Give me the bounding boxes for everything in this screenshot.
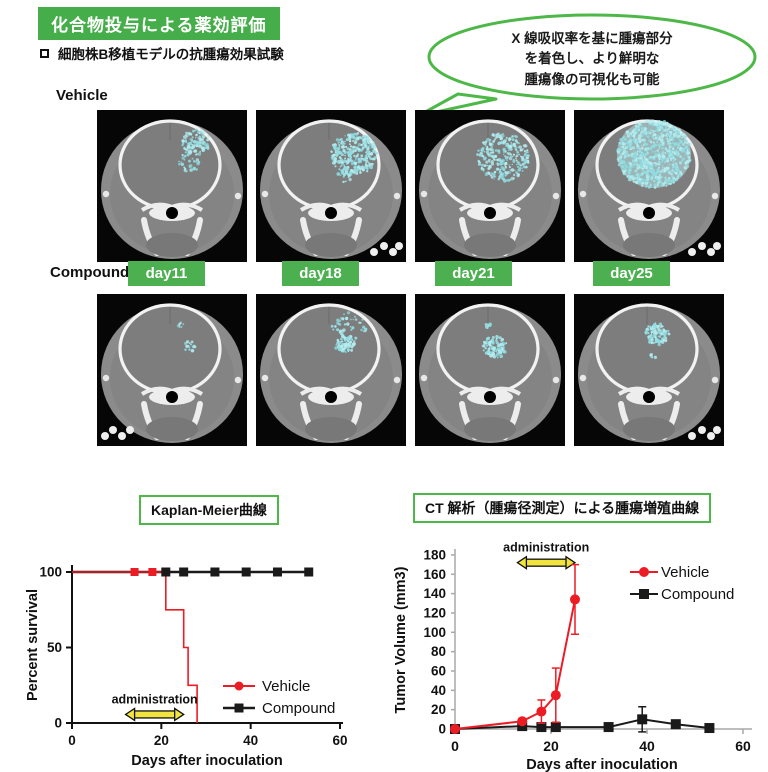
ct-scan-vehicle-day21 [415, 110, 565, 262]
ct-scan-compound-day18 [256, 294, 406, 446]
day-badge-11: day11 [128, 261, 205, 286]
svg-text:60: 60 [332, 733, 347, 748]
square-bullet-icon [40, 48, 49, 58]
svg-text:Vehicle: Vehicle [262, 678, 310, 695]
row-label-compound: Compound [50, 264, 130, 281]
svg-text:40: 40 [639, 738, 655, 754]
svg-text:100: 100 [423, 625, 446, 640]
svg-text:50: 50 [47, 640, 62, 655]
svg-text:0: 0 [54, 716, 62, 731]
km-chart-title: Kaplan-Meier曲線 [139, 495, 279, 525]
svg-text:20: 20 [154, 733, 169, 748]
svg-text:0: 0 [451, 738, 459, 754]
svg-text:60: 60 [735, 738, 751, 754]
page-title: 化合物投与による薬効評価 [38, 7, 280, 40]
svg-text:Tumor Volume (mm3): Tumor Volume (mm3) [393, 566, 409, 713]
svg-text:0: 0 [438, 722, 446, 737]
svg-text:Percent survival: Percent survival [25, 589, 41, 701]
svg-text:Vehicle: Vehicle [661, 564, 709, 581]
svg-text:Compound: Compound [262, 700, 335, 717]
callout-line-3: 腫瘍像の可視化も可能 [524, 71, 660, 87]
svg-text:Days after inoculation: Days after inoculation [131, 753, 282, 769]
speech-bubble-shape [416, 13, 757, 118]
svg-text:160: 160 [423, 567, 446, 582]
day-badge-18: day18 [282, 261, 359, 286]
ct-scan-vehicle-day18 [256, 110, 406, 262]
svg-text:40: 40 [431, 683, 446, 698]
svg-text:140: 140 [423, 586, 446, 601]
ct-scan-compound-day25 [574, 294, 724, 446]
section-bullet: 細胞株B移植モデルの抗腫瘍効果試験 [40, 43, 284, 63]
ct-scan-vehicle-day25 [574, 110, 724, 262]
svg-text:100: 100 [39, 565, 62, 580]
day-badge-25: day25 [593, 261, 670, 286]
svg-text:Compound: Compound [661, 586, 734, 603]
row-label-vehicle: Vehicle [56, 87, 108, 104]
svg-text:20: 20 [431, 702, 446, 717]
svg-text:20: 20 [543, 738, 559, 754]
day-badge-21: day21 [435, 261, 512, 286]
callout-line-2: を着色し、より鮮明な [524, 51, 660, 67]
callout-line-1: X 線吸収率を基に腫瘍部分 [511, 31, 673, 46]
svg-text:administration: administration [112, 692, 198, 706]
ct-scan-compound-day11 [97, 294, 247, 446]
ct-scan-compound-day21 [415, 294, 565, 446]
svg-text:0: 0 [68, 733, 76, 748]
svg-text:80: 80 [431, 644, 446, 659]
svg-text:180: 180 [423, 547, 446, 562]
callout-bubble: X 線吸収率を基に腫瘍部分 を着色し、より鮮明な 腫瘍像の可視化も可能 [412, 12, 760, 120]
svg-text:60: 60 [431, 663, 446, 678]
section-bullet-label: 細胞株B移植モデルの抗腫瘍効果試験 [58, 47, 284, 62]
tv-chart-title: CT 解析（腫瘍径測定）による腫瘍増殖曲線 [413, 493, 712, 523]
svg-text:40: 40 [243, 733, 258, 748]
svg-text:Days after inoculation: Days after inoculation [526, 757, 677, 772]
callout-text: X 線吸収率を基に腫瘍部分 を着色し、より鮮明な 腫瘍像の可視化も可能 [446, 29, 738, 90]
svg-text:120: 120 [423, 605, 446, 620]
svg-text:administration: administration [503, 541, 589, 555]
ct-scan-vehicle-day11 [97, 110, 247, 262]
